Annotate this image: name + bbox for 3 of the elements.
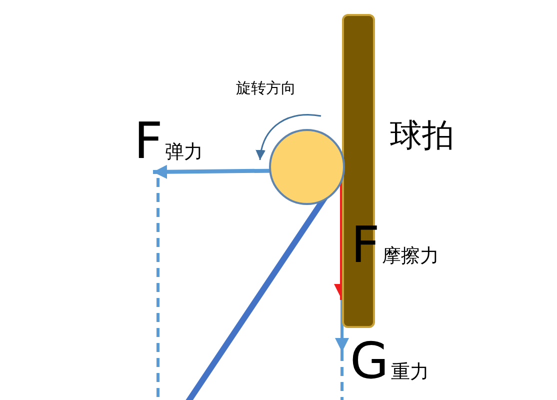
racket-label: 球拍	[390, 115, 454, 156]
ball	[269, 129, 345, 205]
rotation-label: 旋转方向	[236, 79, 296, 98]
